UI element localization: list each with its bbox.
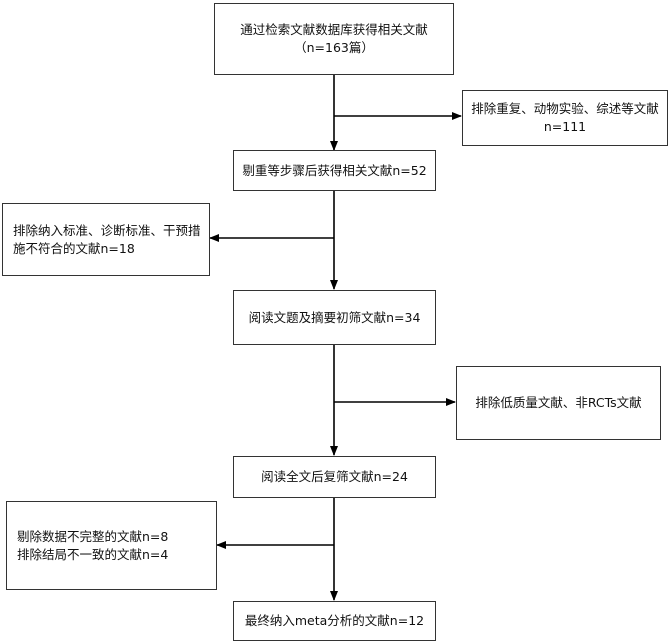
step-final-inclusion: 最终纳入meta分析的文献n=12 — [233, 601, 436, 641]
exclusion-duplicates-animal-reviews-line1: 排除重复、动物实验、综述等文献 — [471, 101, 659, 116]
step-search-databases-line2: （n=163篇） — [294, 40, 374, 55]
exclusion-duplicates-animal-reviews-line2: n=111 — [543, 119, 587, 134]
exclusion-low-quality-non-rct: 排除低质量文献、非RCTs文献 — [456, 366, 661, 440]
step-fulltext-screening: 阅读全文后复筛文献n=24 — [233, 456, 436, 498]
step-fulltext-screening-line1: 阅读全文后复筛文献n=24 — [261, 469, 408, 484]
exclusion-criteria-mismatch-line2: 施不符合的文献n=18 — [13, 240, 135, 256]
exclusion-criteria-mismatch: 排除纳入标准、诊断标准、干预措 施不符合的文献n=18 — [2, 203, 210, 276]
exclusion-low-quality-non-rct-line1: 排除低质量文献、非RCTs文献 — [475, 395, 642, 410]
exclusion-incomplete-inconsistent-line2: 排除结局不一致的文献n=4 — [17, 546, 169, 562]
step-title-abstract-screening-line1: 阅读文题及摘要初筛文献n=34 — [248, 309, 421, 325]
exclusion-incomplete-inconsistent: 剔除数据不完整的文献n=8 排除结局不一致的文献n=4 — [6, 501, 217, 590]
step-search-databases-line1: 通过检索文献数据库获得相关文献 — [240, 22, 428, 37]
exclusion-duplicates-animal-reviews: 排除重复、动物实验、综述等文献 n=111 — [462, 90, 668, 146]
exclusion-criteria-mismatch-line1: 排除纳入标准、诊断标准、干预措 — [13, 222, 201, 238]
step-final-inclusion-line1: 最终纳入meta分析的文献n=12 — [244, 613, 425, 628]
step-search-databases: 通过检索文献数据库获得相关文献 （n=163篇） — [214, 3, 454, 75]
step-deduplicate-line1: 剔重等步骤后获得相关文献n=52 — [242, 162, 427, 178]
step-title-abstract-screening: 阅读文题及摘要初筛文献n=34 — [233, 290, 436, 345]
step-deduplicate: 剔重等步骤后获得相关文献n=52 — [233, 150, 436, 191]
exclusion-incomplete-inconsistent-line1: 剔除数据不完整的文献n=8 — [17, 528, 169, 544]
